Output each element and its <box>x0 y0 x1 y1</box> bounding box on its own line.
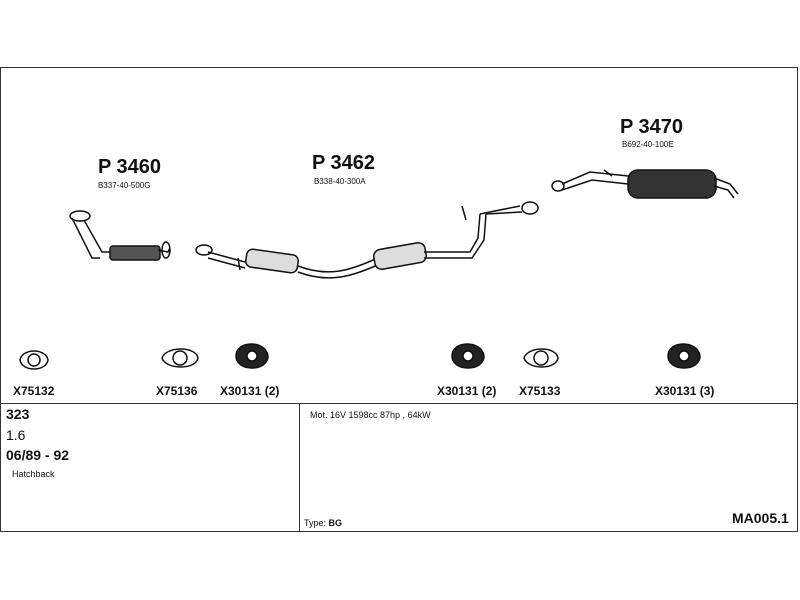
fitting-code: X75136 <box>156 384 198 398</box>
vehicle-years: 06/89 - 92 <box>6 447 70 463</box>
engine-info: Mot. 16V 1598cc 87hp , 64kW <box>310 410 431 420</box>
part-number-middle: P 3462 <box>312 152 376 174</box>
divider-vertical <box>299 404 300 532</box>
rubber-hanger-icon <box>667 343 701 369</box>
fitting-code: X30131 (2) <box>220 384 280 398</box>
gasket-icon <box>19 350 49 370</box>
fitting-code: X75133 <box>519 384 561 398</box>
part-number-rear: P 3470 <box>620 116 684 138</box>
part-ref-rear: B692-40-100E <box>622 140 674 149</box>
divider-horizontal <box>0 403 798 404</box>
fitting-code: X75132 <box>13 384 55 398</box>
vehicle-body: Hatchback <box>12 469 55 479</box>
middle-section-drawing <box>195 201 539 279</box>
part-ref-front: B337-40-500G <box>98 181 151 190</box>
part-number-front: P 3460 <box>98 156 162 178</box>
front-pipe-drawing <box>69 210 171 261</box>
type-value: BG <box>328 518 343 528</box>
type-label: Type: BG <box>304 518 342 528</box>
part-ref-middle: B338-40-300A <box>314 177 366 186</box>
diagram-frame <box>0 67 798 532</box>
diagram-code: MA005.1 <box>732 510 789 526</box>
fitting-code: X30131 (3) <box>655 384 715 398</box>
vehicle-model: 323 <box>6 406 30 422</box>
fitting-code: X30131 (2) <box>437 384 497 398</box>
rubber-hanger-icon <box>235 343 269 369</box>
gasket-icon <box>161 348 199 368</box>
type-label-text: Type: <box>304 518 327 528</box>
rear-silencer-drawing <box>551 169 739 199</box>
vehicle-engine-size: 1.6 <box>6 427 26 443</box>
gasket-icon <box>523 348 559 368</box>
rubber-hanger-icon <box>451 343 485 369</box>
